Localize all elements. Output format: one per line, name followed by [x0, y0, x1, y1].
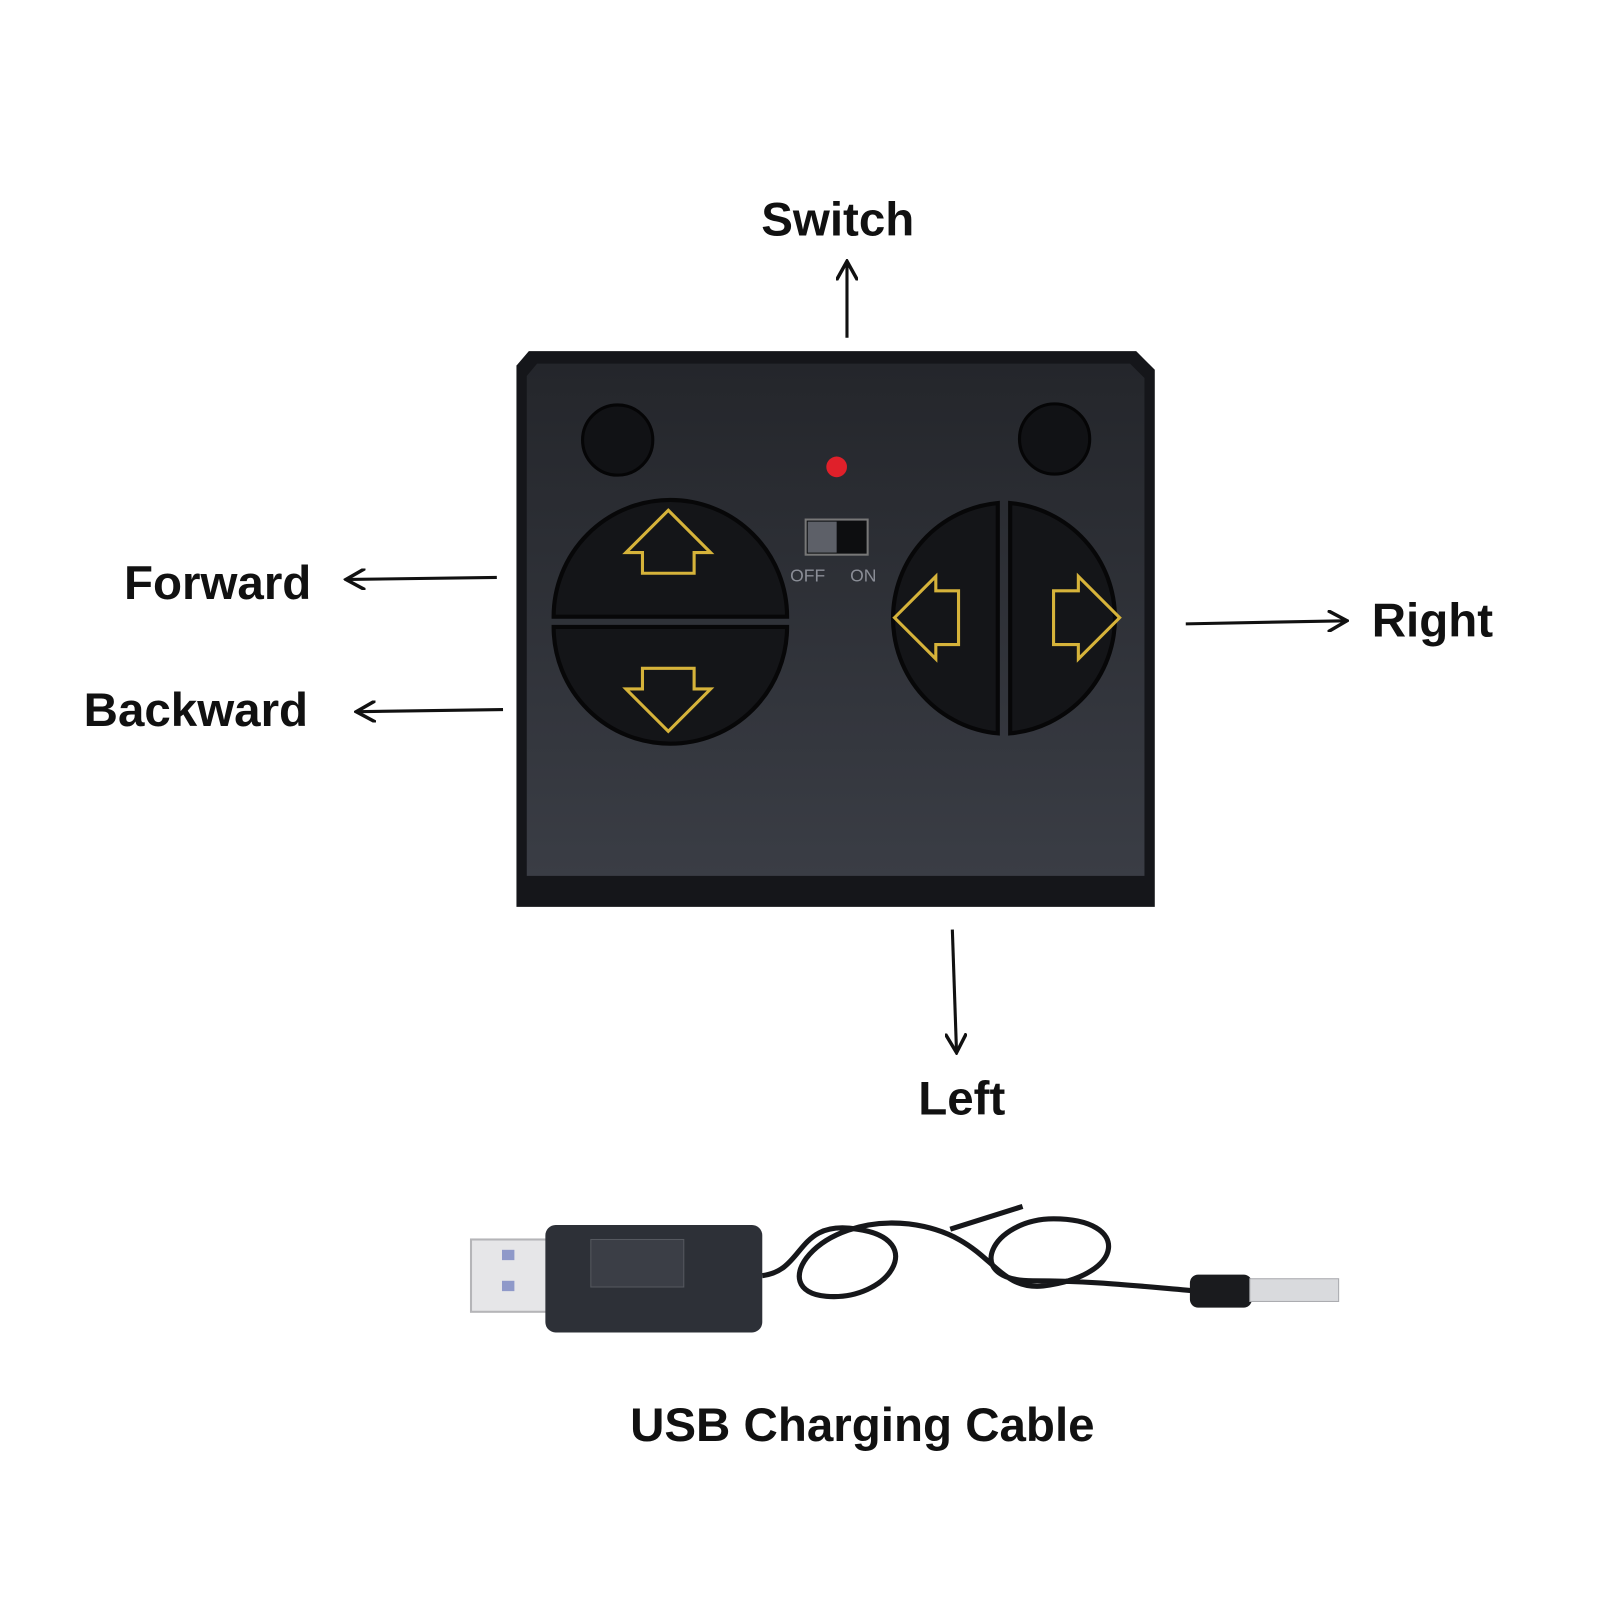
backward-label: Backward — [84, 684, 308, 737]
left-button — [891, 500, 1000, 736]
switch-on-label: ON — [850, 566, 876, 586]
left-label: Left — [918, 1073, 1005, 1126]
backward-button — [551, 624, 790, 746]
switch-label: Switch — [761, 194, 914, 247]
right-label: Right — [1372, 594, 1494, 647]
usb-cable-label: USB Charging Cable — [630, 1399, 1095, 1452]
usb-charging-cable-image — [469, 1203, 1340, 1333]
left-round-button — [581, 403, 655, 477]
right-round-button — [1017, 402, 1092, 476]
cable-wire — [761, 1203, 1199, 1300]
dc-plug-body — [1189, 1274, 1252, 1308]
switch-off-label: OFF — [790, 566, 825, 586]
led-indicator — [826, 456, 847, 478]
forward-pointer-arrow — [348, 577, 497, 579]
remote-control: OFF ON — [516, 351, 1155, 907]
power-switch: OFF ON — [790, 518, 876, 586]
forward-arrow-icon — [622, 508, 715, 575]
left-arrow-icon — [892, 572, 961, 663]
forward-label: Forward — [124, 557, 311, 610]
forward-button — [551, 497, 790, 619]
right-pointer-arrow — [1185, 621, 1345, 624]
dc-plug-tip — [1249, 1278, 1340, 1302]
backward-pointer-arrow — [358, 710, 504, 712]
backward-arrow-icon — [622, 666, 715, 734]
right-arrow-icon — [1052, 572, 1122, 663]
left-pointer-arrow — [952, 929, 956, 1051]
